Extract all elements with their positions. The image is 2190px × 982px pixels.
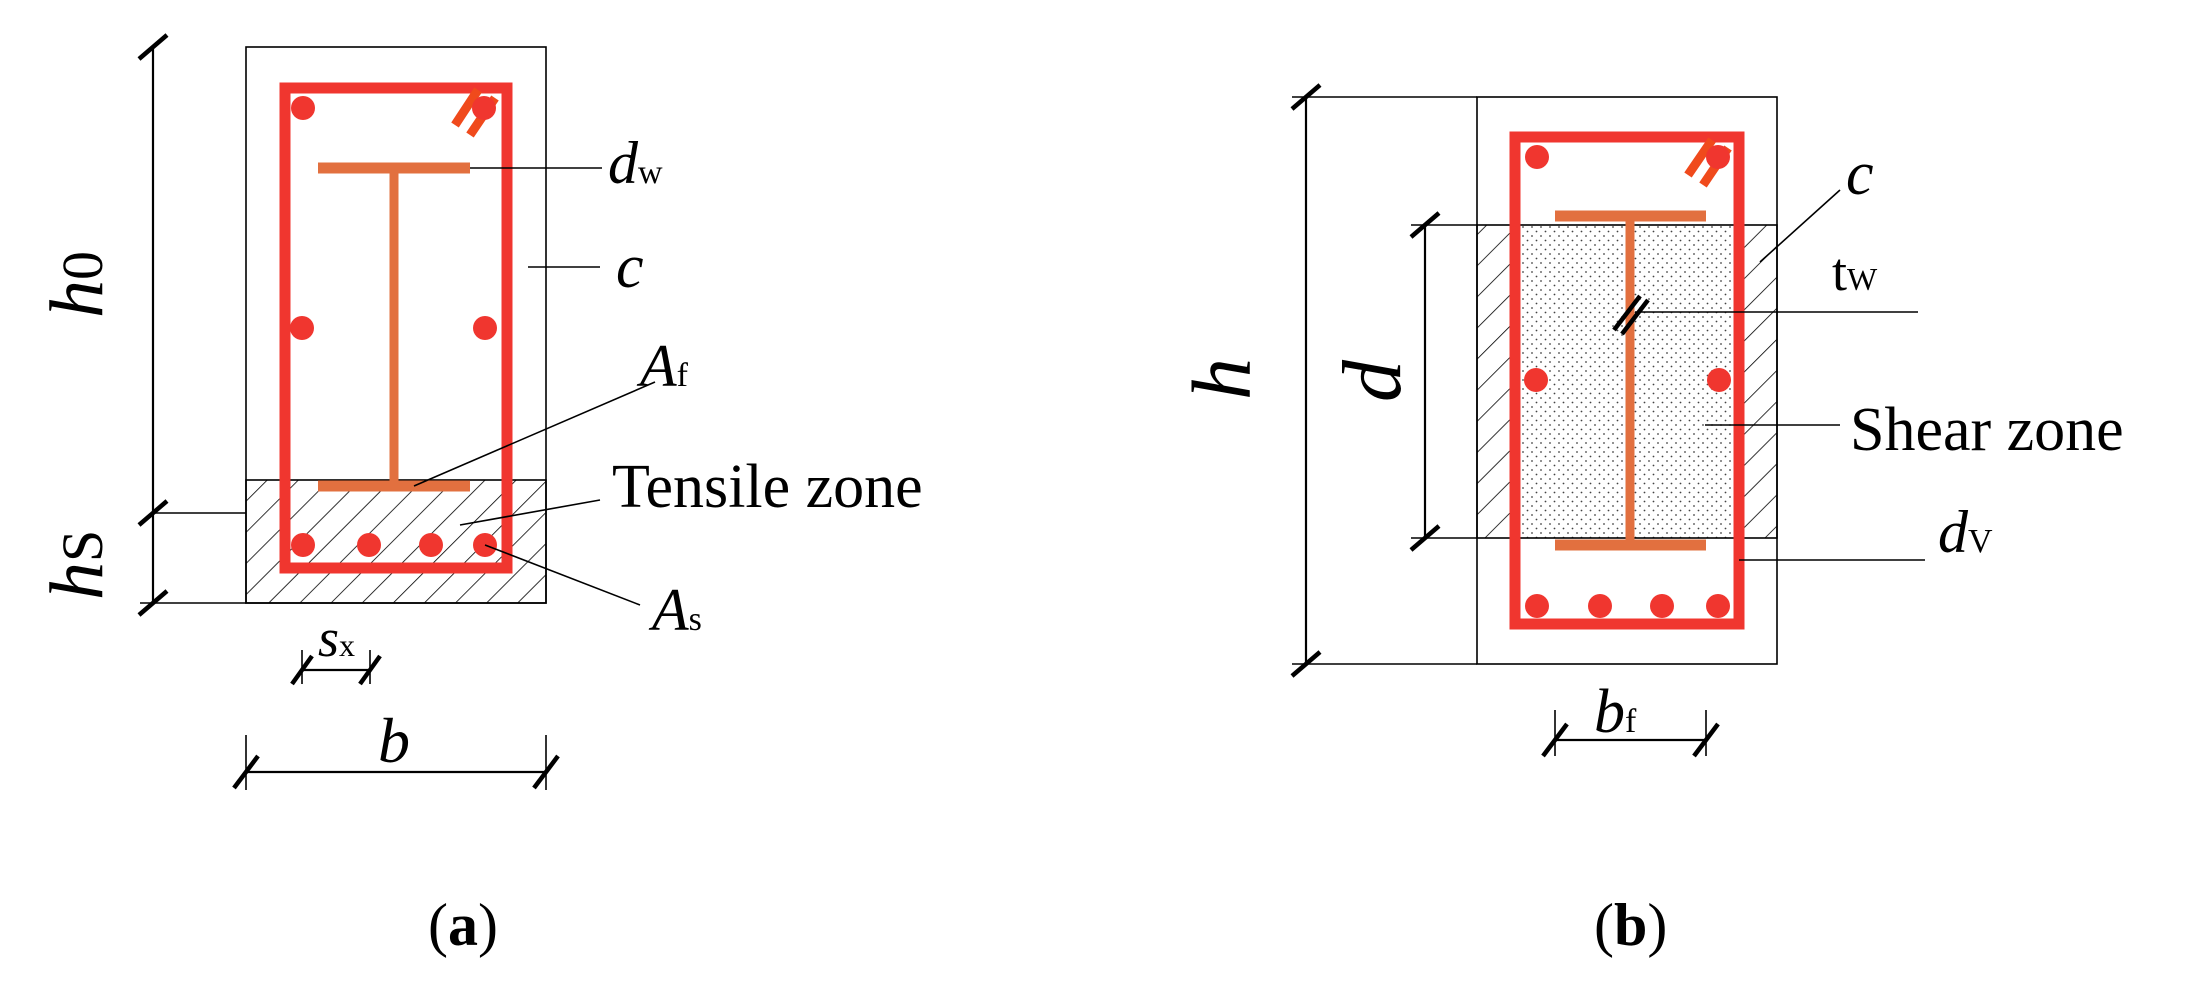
label-b: b <box>378 705 410 776</box>
rebar-bottom-b-3 <box>1650 594 1674 618</box>
rebar-mid-left-b <box>1524 368 1548 392</box>
rebar-top-left-b <box>1525 145 1549 169</box>
label-bf: bf <box>1594 678 1637 746</box>
rebar-bottom-b-4 <box>1706 594 1730 618</box>
panel-a: h0 hS dw c Af Tensile zone As sx <box>35 33 923 958</box>
label-dv: dV <box>1938 499 1993 565</box>
hatch-right-b <box>1738 224 1778 539</box>
leader-as <box>484 544 641 606</box>
stirrup-a <box>279 82 513 574</box>
stirrup-b <box>1509 131 1745 630</box>
rebar-bottom-a-1 <box>291 533 315 557</box>
rebar-mid-right-a <box>473 316 497 340</box>
tensile-zone-hatch <box>245 479 547 604</box>
rebar-bottom-a-2 <box>357 533 381 557</box>
label-hs: hS <box>35 530 119 600</box>
rebar-bottom-b-2 <box>1588 594 1612 618</box>
panel-label-b: (b) <box>1594 892 1667 958</box>
rebar-top-right-b <box>1706 145 1730 169</box>
leader-af <box>413 381 656 487</box>
rebar-top-left-a <box>291 96 315 120</box>
label-af: Af <box>636 333 689 399</box>
label-h0: h0 <box>35 251 119 318</box>
label-as: As <box>648 577 702 643</box>
rebar-top-right-a <box>472 96 496 120</box>
label-tensile-zone: Tensile zone <box>612 453 923 521</box>
label-c-a: c <box>616 233 644 301</box>
label-c-b: c <box>1846 140 1874 208</box>
leader-tensile <box>459 499 601 526</box>
label-tw: tW <box>1832 242 1878 302</box>
rebar-mid-right-b <box>1707 368 1731 392</box>
leader-c-b <box>1759 189 1841 263</box>
rebar-mid-left-a <box>290 316 314 340</box>
label-d-b: d <box>1326 359 1419 402</box>
label-h-b: h <box>1176 358 1269 400</box>
label-dw: dw <box>608 130 663 196</box>
panel-label-a: (a) <box>428 892 498 958</box>
panel-b: h d c tW Shear zone dV bf <box>1176 83 2124 958</box>
hatch-left-b <box>1476 224 1516 539</box>
label-shear-zone: Shear zone <box>1850 396 2124 464</box>
label-sx: sx <box>318 608 355 668</box>
rebar-bottom-a-3 <box>419 533 443 557</box>
rebar-bottom-b-1 <box>1525 594 1549 618</box>
